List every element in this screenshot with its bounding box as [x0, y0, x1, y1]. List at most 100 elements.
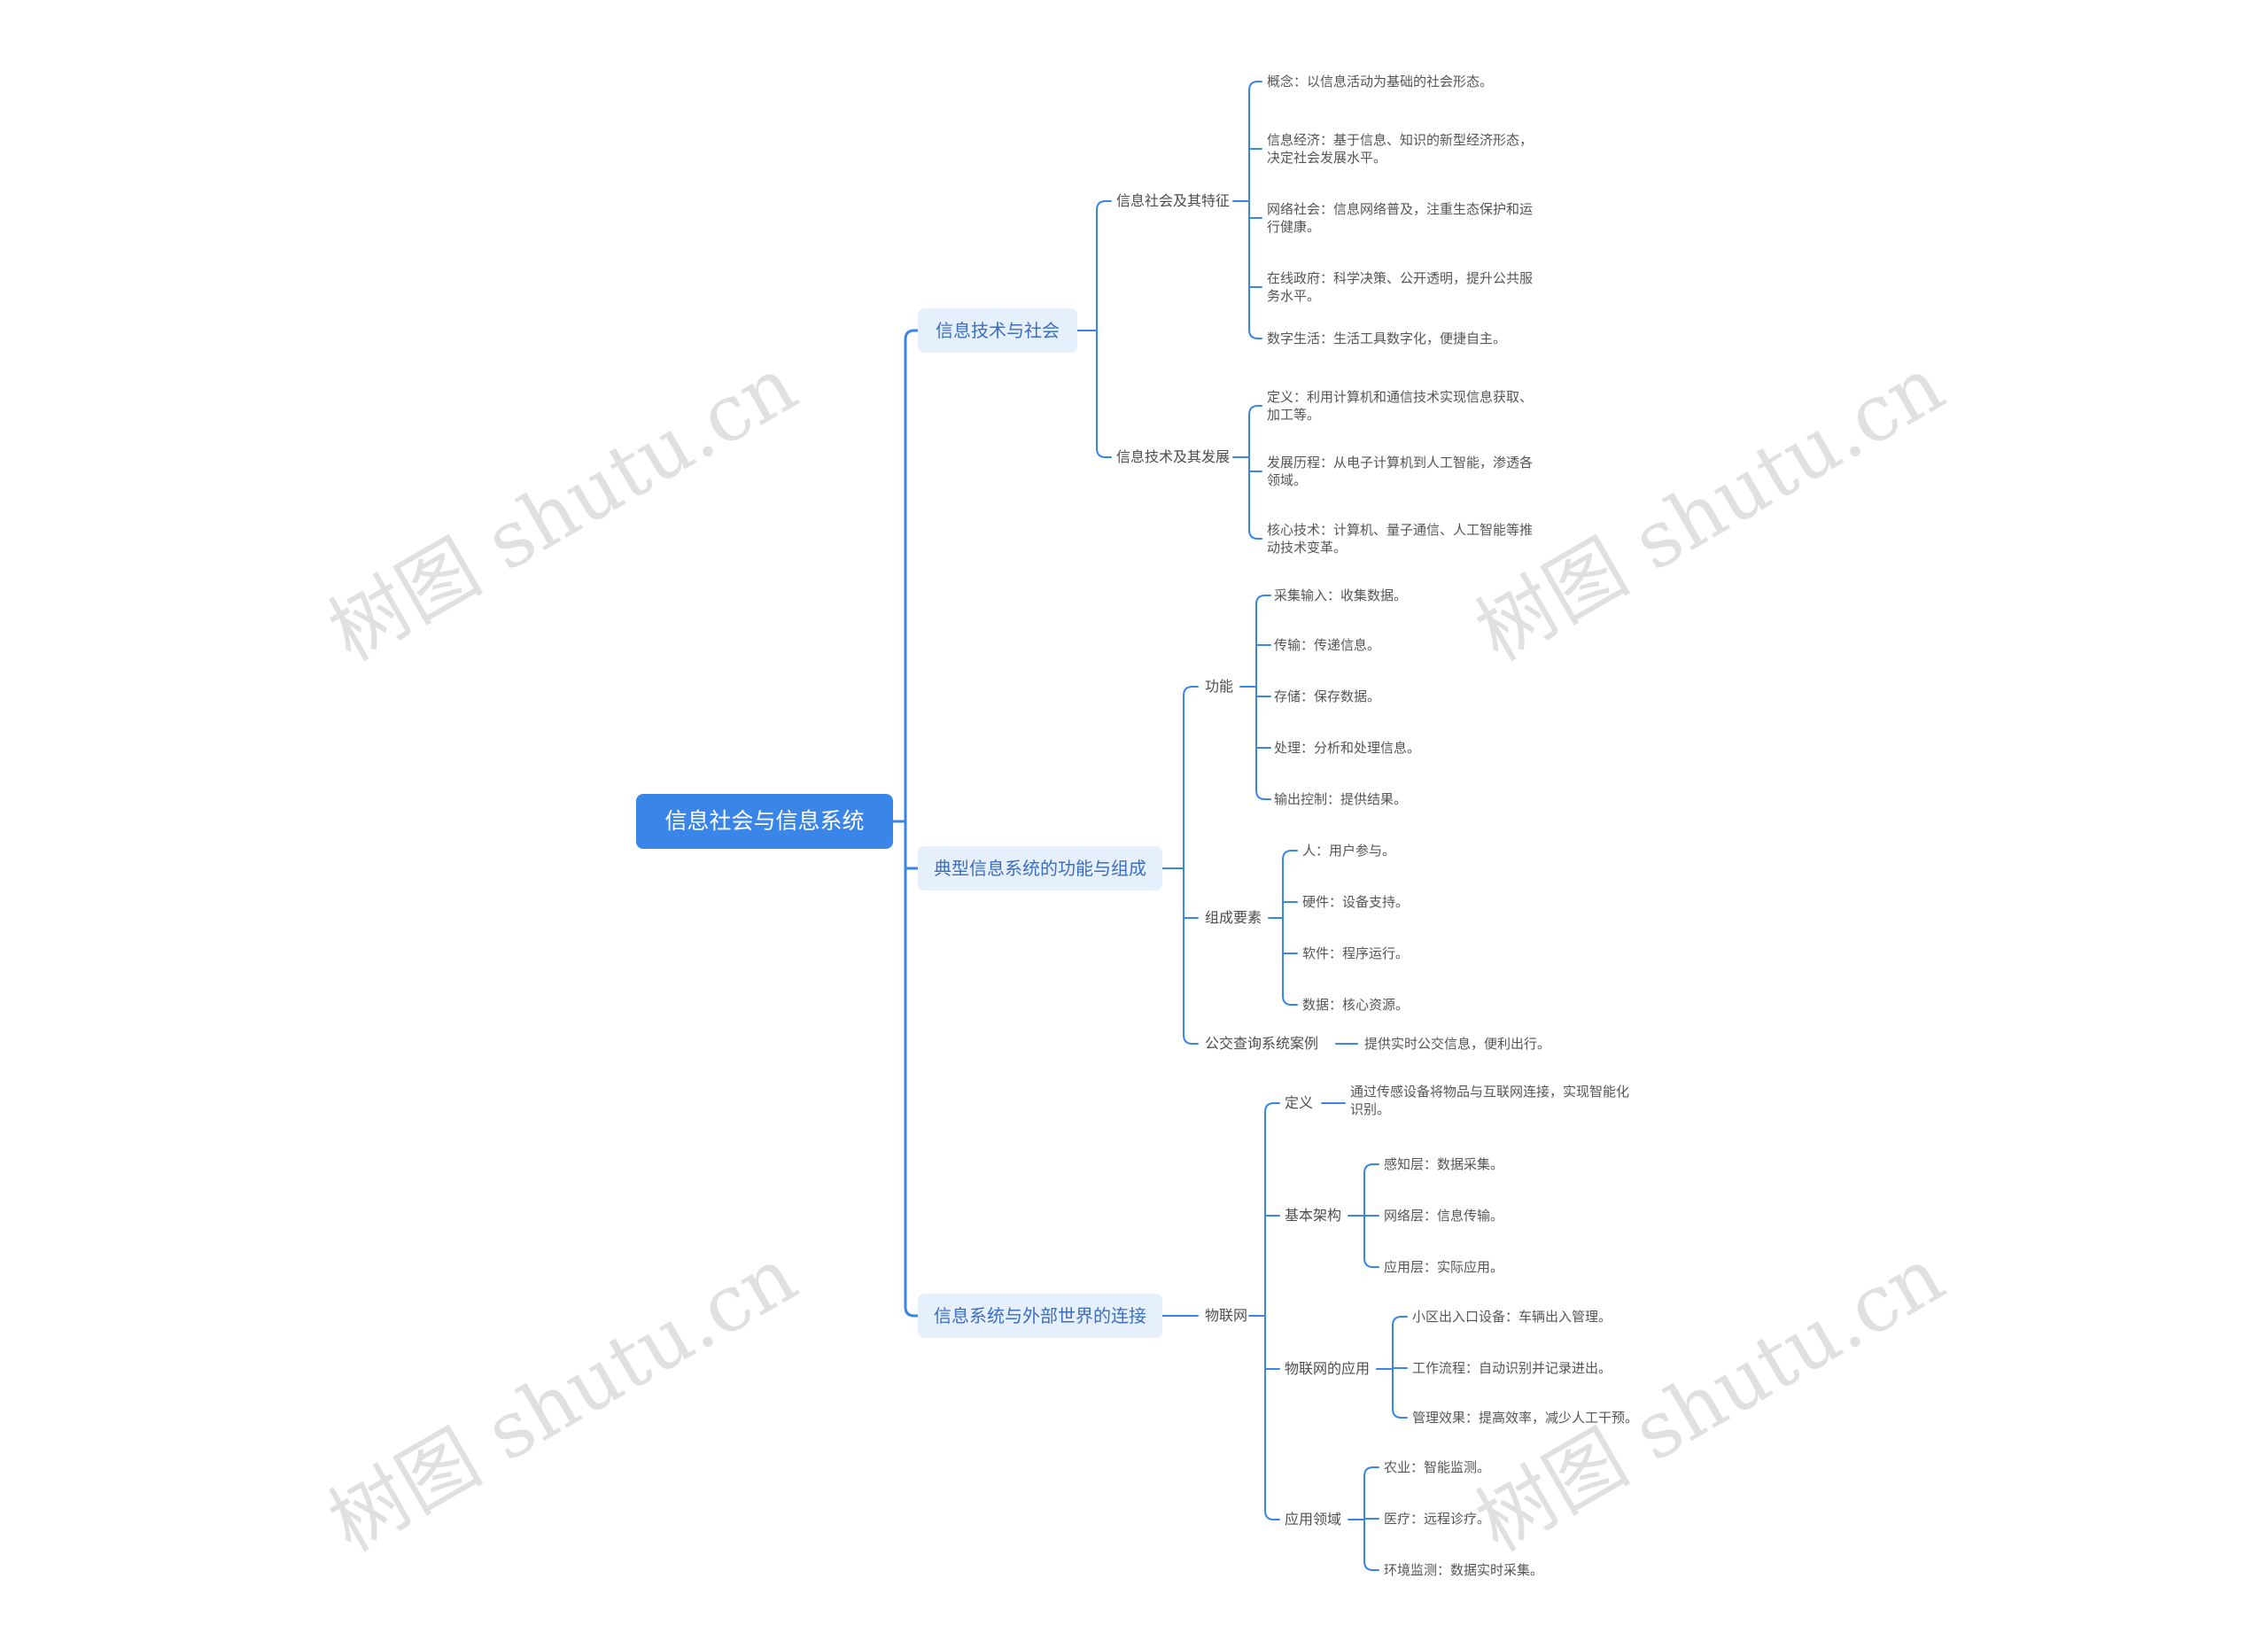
- leaf-note-line: 环境监测：数据实时采集。: [1384, 1562, 1544, 1578]
- connector: [1255, 789, 1271, 800]
- watermark: 树图 shutu.cn: [314, 338, 812, 679]
- leaf-note: 应用层：实际应用。: [1384, 1258, 1503, 1276]
- connector: [1282, 850, 1298, 860]
- connector: [1363, 1560, 1379, 1571]
- leaf-note: 网络层：信息传输。: [1384, 1207, 1503, 1225]
- leaf-note: 网络社会：信息网络普及，注重生态保护和运行健康。: [1267, 200, 1533, 237]
- connector: [1363, 1466, 1379, 1477]
- leaf-note-line: 加工等。: [1267, 407, 1321, 424]
- leaf-note-line: 处理：分析和处理信息。: [1274, 740, 1421, 756]
- leaf-note: 人：用户参与。: [1302, 842, 1395, 859]
- leaf-note: 通过传感设备将物品与互联网连接，实现智能化识别。: [1350, 1083, 1629, 1119]
- subtopic[interactable]: 公交查询系统案例: [1205, 1035, 1319, 1052]
- subtopic[interactable]: 信息社会及其特征: [1116, 192, 1231, 209]
- connector: [1096, 447, 1112, 458]
- subtopic[interactable]: 基本架构: [1285, 1207, 1342, 1224]
- connector: [1248, 81, 1262, 91]
- leaf-note: 采集输入：收集数据。: [1274, 587, 1407, 604]
- connector: [1363, 1257, 1379, 1268]
- leaf-note-line: 在线政府：科学决策、公开透明，提升公共服: [1267, 270, 1534, 286]
- connector: [1183, 686, 1199, 696]
- leaf-note-line: 农业：智能监测。: [1384, 1459, 1491, 1475]
- connector: [1392, 1316, 1408, 1326]
- leaf-note-line: 定义：利用计算机和通信技术实现信息获取、: [1267, 389, 1534, 405]
- leaf-note-line: 工作流程：自动识别并记录进出。: [1412, 1360, 1612, 1376]
- subtopic[interactable]: 组成要素: [1205, 909, 1262, 926]
- leaf-note: 医疗：远程诊疗。: [1384, 1510, 1490, 1528]
- leaf-note-line: 医疗：远程诊疗。: [1384, 1511, 1491, 1527]
- leaf-note-line: 信息经济：基于信息、知识的新型经济形态，: [1267, 132, 1534, 148]
- leaf-note: 数字生活：生活工具数字化，便捷自主。: [1267, 330, 1506, 347]
- leaf-note-line: 提供实时公交信息，便利出行。: [1364, 1036, 1551, 1052]
- leaf-note: 管理效果：提高效率，减少人工干预。: [1412, 1409, 1638, 1427]
- leaf-note-line: 输出控制：提供结果。: [1274, 791, 1408, 807]
- branch-2[interactable]: 典型信息系统的功能与组成: [918, 846, 1162, 890]
- connector: [1248, 329, 1262, 339]
- leaf-note: 核心技术：计算机、量子通信、人工智能等推动技术变革。: [1267, 521, 1533, 557]
- leaf-note-line: 动技术变革。: [1267, 540, 1348, 556]
- leaf-note-line: 识别。: [1350, 1101, 1391, 1118]
- leaf-note-line: 感知层：数据采集。: [1384, 1156, 1504, 1172]
- leaf-note-line: 数据：核心资源。: [1302, 997, 1410, 1013]
- subtopic[interactable]: 定义: [1285, 1094, 1314, 1111]
- connector: [1264, 1510, 1280, 1520]
- connector: [1255, 595, 1271, 605]
- leaf-note: 存储：保存数据。: [1274, 688, 1380, 705]
- root-topic[interactable]: 信息社会与信息系统: [636, 794, 893, 849]
- connector: [1363, 1163, 1379, 1174]
- leaf-note: 提供实时公交信息，便利出行。: [1364, 1035, 1550, 1053]
- connector: [1392, 1408, 1408, 1419]
- leaf-note-line: 管理效果：提高效率，减少人工干预。: [1412, 1410, 1639, 1426]
- leaf-note: 工作流程：自动识别并记录进出。: [1412, 1359, 1612, 1377]
- leaf-note: 小区出入口设备：车辆出入管理。: [1412, 1308, 1612, 1326]
- leaf-note: 数据：核心资源。: [1302, 996, 1409, 1014]
- leaf-note-line: 数字生活：生活工具数字化，便捷自主。: [1267, 330, 1507, 346]
- connector: [1282, 995, 1298, 1006]
- watermark: 树图 shutu.cn: [1461, 1229, 1959, 1569]
- leaf-note-line: 采集输入：收集数据。: [1274, 587, 1408, 603]
- leaf-note: 发展历程：从电子计算机到人工智能，渗透各领域。: [1267, 454, 1533, 490]
- leaf-note-line: 行健康。: [1267, 219, 1321, 236]
- subtopic[interactable]: 应用领域: [1285, 1511, 1342, 1528]
- leaf-note: 感知层：数据采集。: [1384, 1155, 1503, 1173]
- leaf-note-line: 发展历程：从电子计算机到人工智能，渗透各: [1267, 455, 1534, 470]
- leaf-note-line: 核心技术：计算机、量子通信、人工智能等推: [1267, 522, 1534, 538]
- connector: [1183, 1034, 1199, 1045]
- connector: [1248, 405, 1262, 416]
- branch-3[interactable]: 信息系统与外部世界的连接: [918, 1294, 1162, 1338]
- connector: [1264, 1102, 1280, 1113]
- leaf-note: 概念：以信息活动为基础的社会形态。: [1267, 73, 1493, 90]
- leaf-note-line: 务水平。: [1267, 288, 1321, 305]
- leaf-note: 软件：程序运行。: [1302, 945, 1409, 962]
- leaf-note-line: 传输：传递信息。: [1274, 637, 1381, 653]
- leaf-note-line: 应用层：实际应用。: [1384, 1259, 1504, 1275]
- leaf-note-line: 硬件：设备支持。: [1302, 894, 1410, 910]
- connector: [1096, 200, 1112, 211]
- leaf-note-line: 概念：以信息活动为基础的社会形态。: [1267, 74, 1494, 89]
- leaf-note-line: 网络社会：信息网络普及，注重生态保护和运: [1267, 201, 1534, 217]
- leaf-note: 在线政府：科学决策、公开透明，提升公共服务水平。: [1267, 269, 1533, 306]
- subtopic[interactable]: 功能: [1205, 678, 1234, 695]
- leaf-note: 信息经济：基于信息、知识的新型经济形态，决定社会发展水平。: [1267, 131, 1533, 167]
- leaf-note-line: 人：用户参与。: [1302, 843, 1396, 859]
- leaf-note-line: 小区出入口设备：车辆出入管理。: [1412, 1309, 1612, 1325]
- leaf-note: 传输：传递信息。: [1274, 636, 1380, 654]
- subtopic[interactable]: 物联网的应用: [1285, 1360, 1371, 1377]
- subtopic[interactable]: 信息技术及其发展: [1116, 448, 1231, 465]
- leaf-note-line: 通过传感设备将物品与互联网连接，实现智能化: [1350, 1084, 1630, 1100]
- leaf-note: 农业：智能监测。: [1384, 1458, 1490, 1476]
- leaf-note-line: 软件：程序运行。: [1302, 945, 1410, 961]
- branch-1[interactable]: 信息技术与社会: [918, 308, 1077, 353]
- subtopic[interactable]: 物联网: [1205, 1307, 1248, 1324]
- leaf-note: 硬件：设备支持。: [1302, 893, 1409, 911]
- leaf-note: 定义：利用计算机和通信技术实现信息获取、加工等。: [1267, 388, 1533, 424]
- leaf-note-line: 领域。: [1267, 472, 1308, 489]
- leaf-note-line: 网络层：信息传输。: [1384, 1208, 1504, 1224]
- connector: [904, 329, 920, 341]
- leaf-note: 输出控制：提供结果。: [1274, 790, 1407, 808]
- connector: [1248, 529, 1262, 540]
- watermark: 树图 shutu.cn: [1461, 338, 1959, 679]
- connector: [904, 1305, 920, 1318]
- watermark: 树图 shutu.cn: [314, 1229, 812, 1569]
